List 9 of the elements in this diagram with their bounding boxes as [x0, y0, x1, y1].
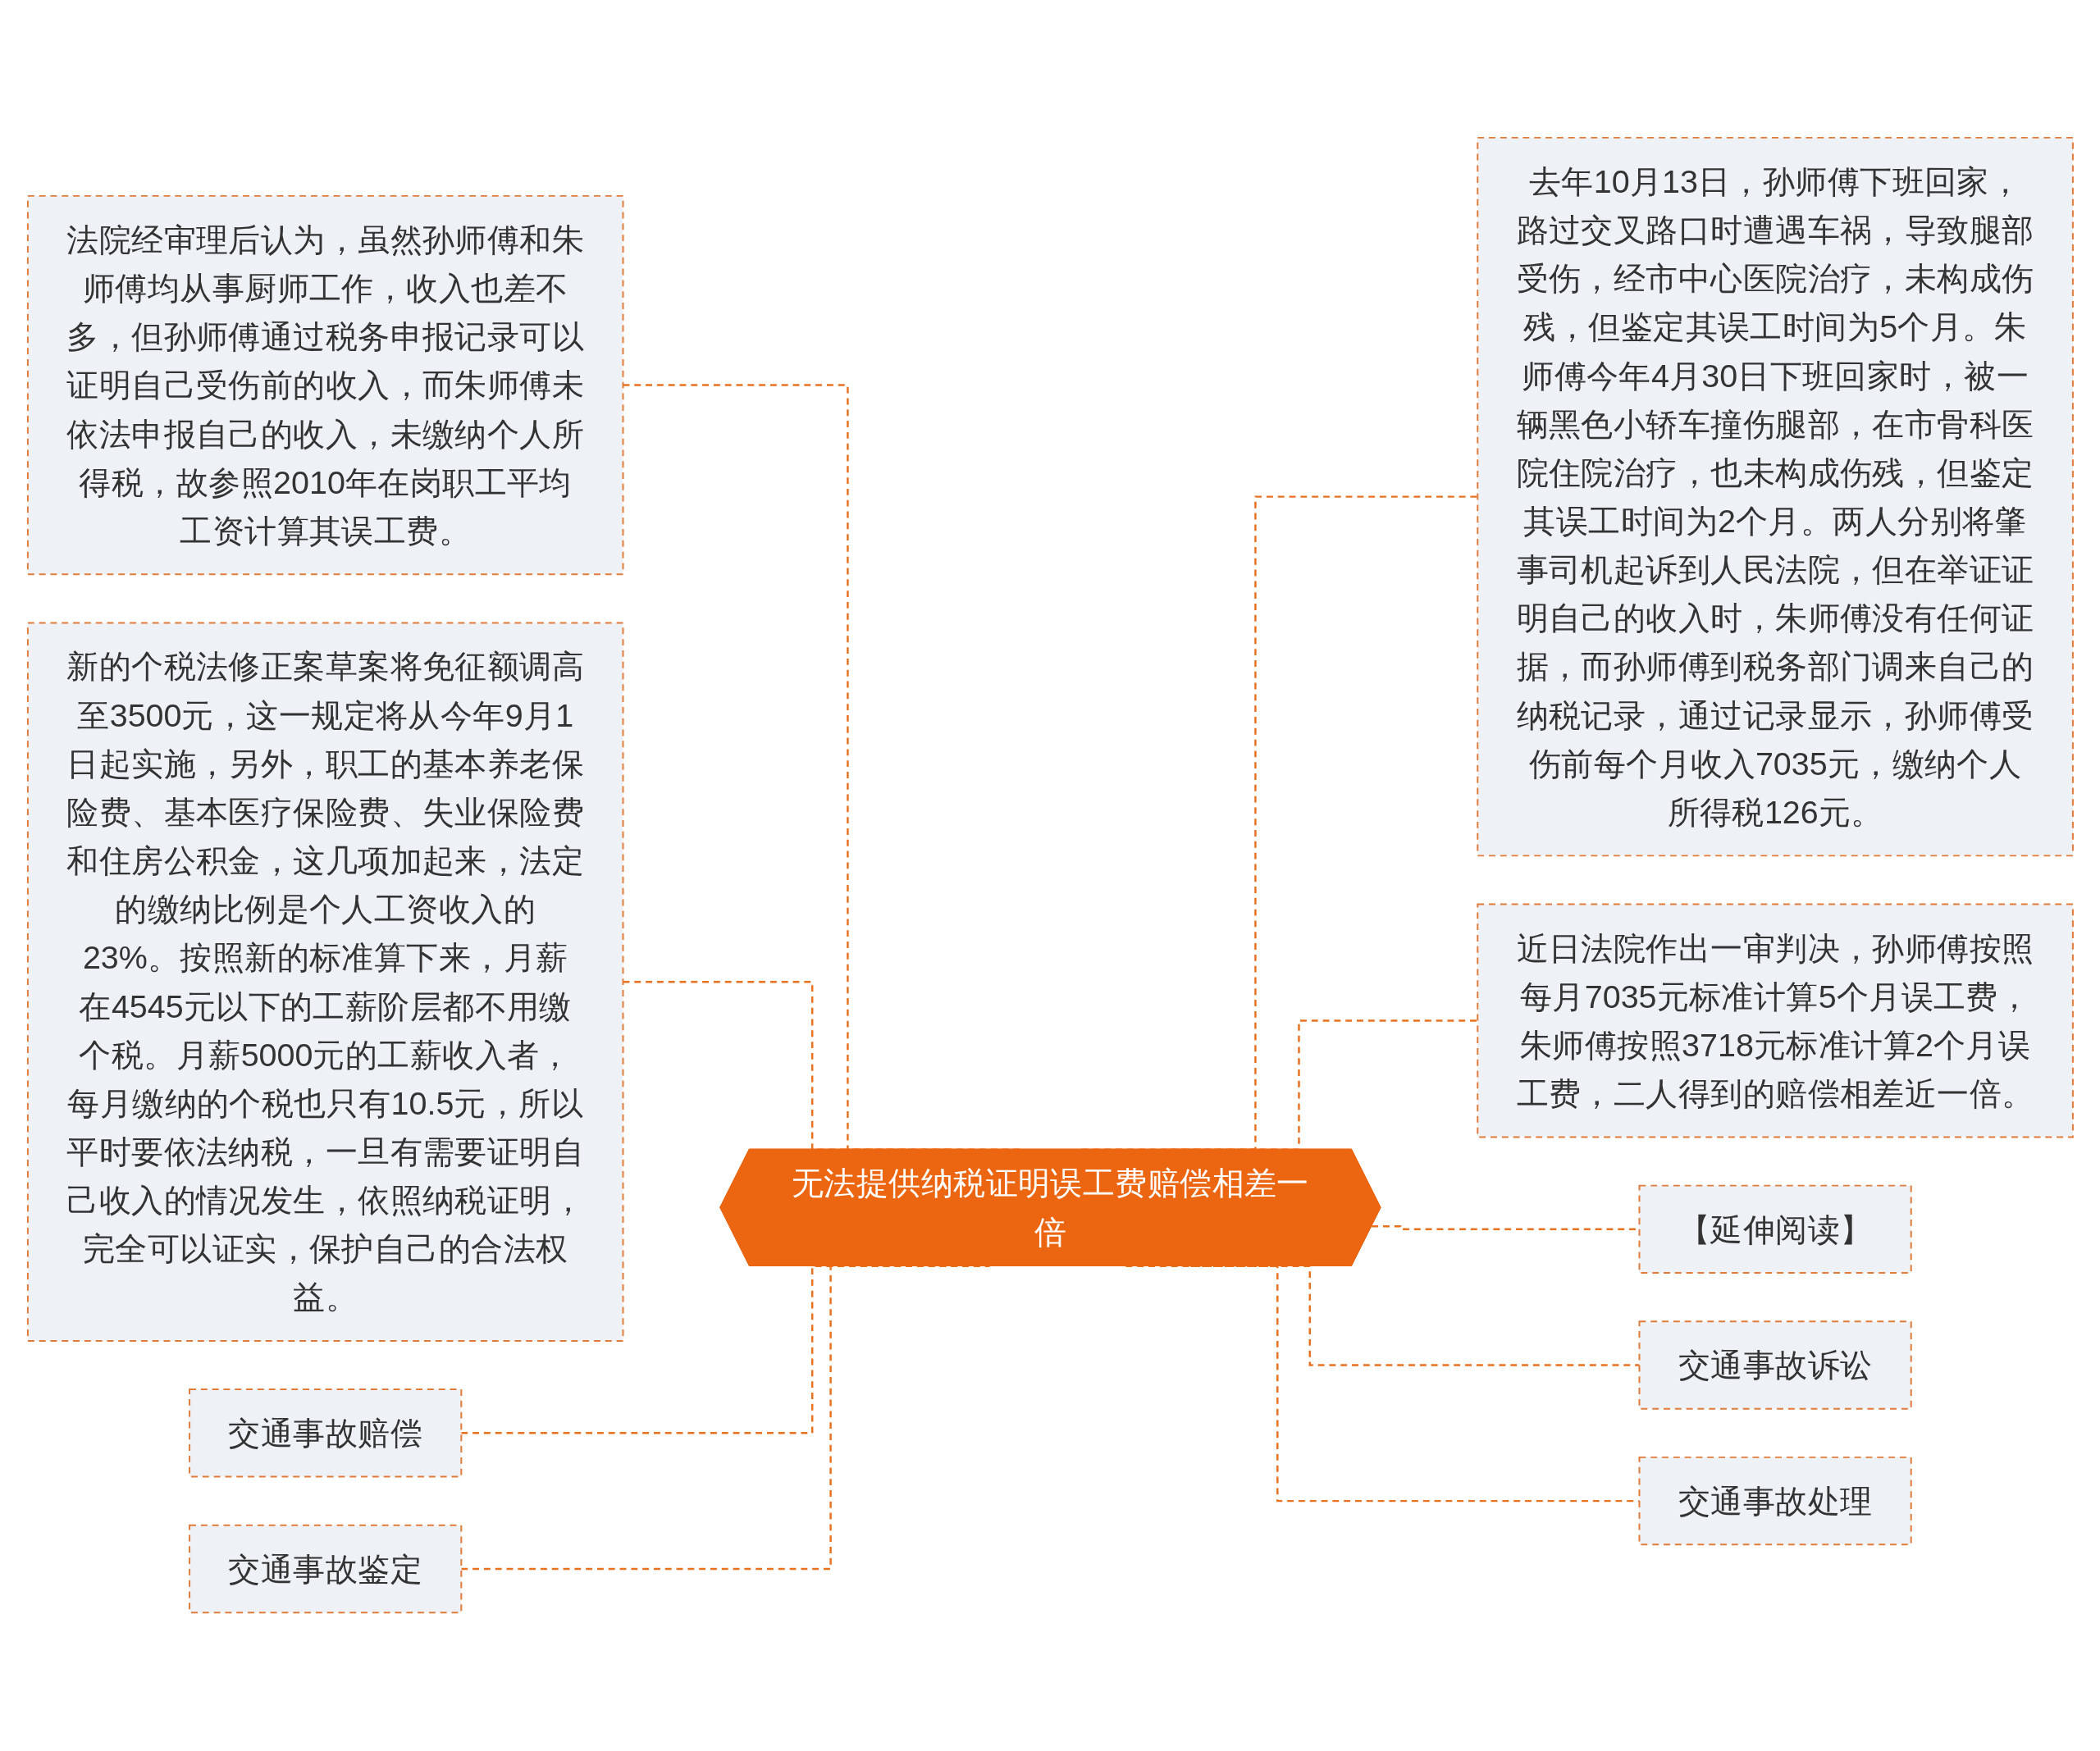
node-box: 去年10月13日，孙师傅下班回家，路过交叉路口时遭遇车祸，导致腿部受伤，经市中心医院治疗，未构成伤残，但鉴定其误工时间为5个月。朱师傅今年4月30日下班回家时，被一辆黑色小轿车撞伤腿部，在市骨科医院住院治疗，也未构成伤残，但鉴定其误工时间为2个月。两人分别将肇事司机起诉到人民法院，但在举证证明自己的收入时，朱师傅没有任何证据，而孙师傅到税务部门调来自己的纳税记录，通过记录显示，孙师傅受伤前每个月收入7035元，缴纳个人所得税126元。	[1476, 137, 2074, 857]
node-box: 交通事故鉴定	[188, 1525, 462, 1614]
node-box: 交通事故处理	[1638, 1457, 1912, 1546]
node-box: 交通事故诉讼	[1638, 1320, 1912, 1411]
node-box: 近日法院作出一审判决，孙师傅按照每月7035元标准计算5个月误工费，朱师傅按照3718元标准计算2个月误工费，二人得到的赔偿相差近一倍。	[1476, 904, 2074, 1138]
node-box: 【延伸阅读】	[1638, 1185, 1912, 1274]
node-box: 交通事故赔偿	[188, 1388, 462, 1478]
node-box: 新的个税法修正案草案将免征额调高至3500元，这一规定将从今年9月1日起实施，另外，职工的基本养老保险费、基本医疗保险费、失业保险费和住房公积金，这几项加起来，法定的缴纳比例是个人工资收入的23%。按照新的标准算下来，月薪在4545元以下的工薪阶层都不用缴个税。月薪5000元的工薪收入者，每月缴纳的个税也只有10.5元，所以平时要依法纳税，一旦有需要证明自己收入的情况发生，依照纳税证明，完全可以证实，保护自己的合法权益。	[26, 622, 624, 1343]
node-box: 法院经审理后认为，虽然孙师傅和朱师傅均从事厨师工作，收入也差不多，但孙师傅通过税务申报记录可以证明自己受伤前的收入，而朱师傅未依法申报自己的收入，未缴纳个人所得税，故参照2010年在岗职工平均工资计算其误工费。	[26, 195, 624, 576]
